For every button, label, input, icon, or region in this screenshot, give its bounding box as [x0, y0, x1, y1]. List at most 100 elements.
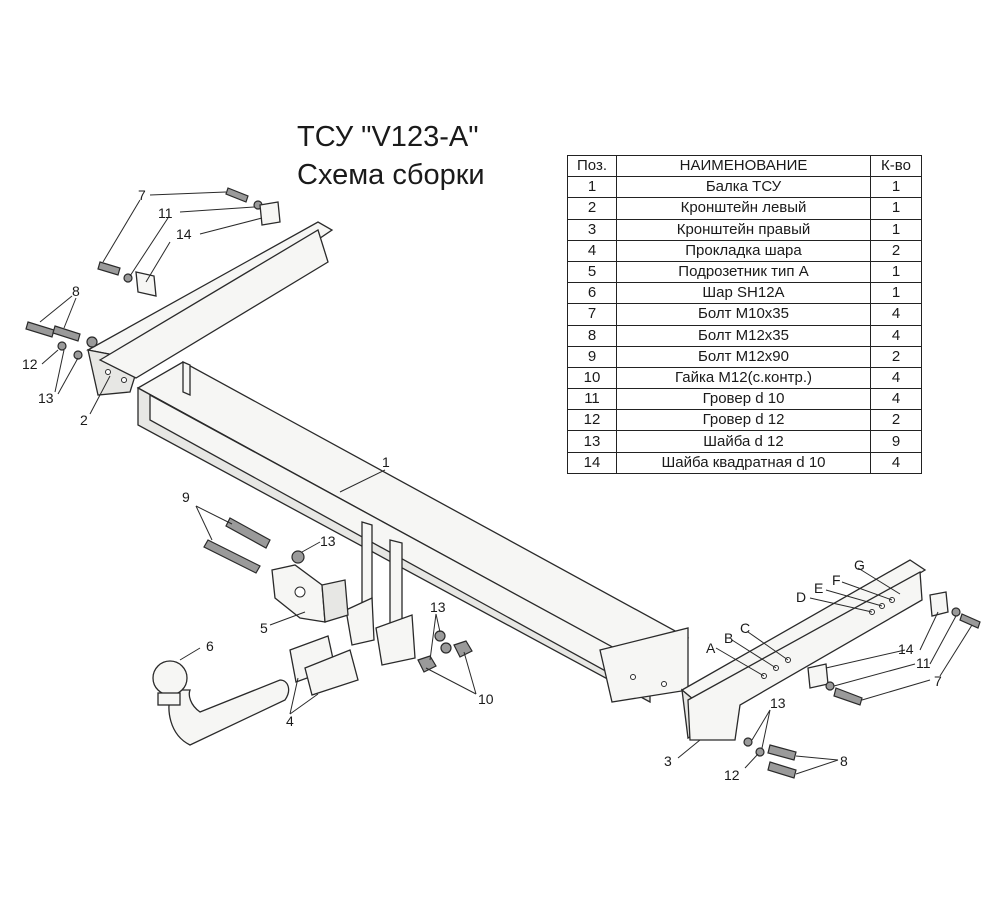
parts-table-header: Поз. НАИМЕНОВАНИЕ К-во	[567, 154, 922, 178]
cell-name: Балка ТСУ	[616, 176, 871, 199]
cell-name: Кронштейн левый	[616, 197, 871, 220]
cell-pos: 13	[567, 430, 617, 453]
callout-7-right: 7	[934, 673, 942, 689]
cell-qty: 2	[870, 239, 922, 262]
bolts-9	[203, 517, 271, 574]
left-fasteners	[25, 187, 281, 360]
callout-7-left: 7	[138, 187, 146, 203]
callout-A: A	[706, 640, 716, 656]
cell-qty: 4	[870, 451, 922, 474]
callout-13-right: 13	[770, 695, 786, 711]
callout-G: G	[854, 557, 865, 573]
cell-qty: 2	[870, 409, 922, 432]
callout-12-left: 12	[22, 356, 38, 372]
cell-name: Болт М12x90	[616, 345, 871, 368]
callout-E: E	[814, 580, 823, 596]
cell-qty: 4	[870, 303, 922, 326]
callout-10: 10	[478, 691, 494, 707]
cell-name: Прокладка шара	[616, 239, 871, 262]
callout-8-left: 8	[72, 283, 80, 299]
header-qty: К-во	[870, 154, 922, 178]
cell-qty: 1	[870, 260, 922, 284]
cell-name: Болт М10x35	[616, 303, 871, 326]
callout-B: B	[724, 630, 733, 646]
cell-qty: 9	[870, 430, 922, 453]
cell-pos: 6	[567, 282, 617, 305]
callout-3: 3	[664, 753, 672, 769]
header-pos: Поз.	[567, 154, 617, 178]
callout-2: 2	[80, 412, 88, 428]
callout-9: 9	[182, 489, 190, 505]
part-4-spacers	[289, 635, 359, 696]
callout-F: F	[832, 572, 841, 588]
cell-name: Кронштейн правый	[616, 218, 871, 241]
cell-pos: 11	[567, 388, 617, 411]
callout-C: C	[740, 620, 750, 636]
cell-name: Гровер d 10	[616, 388, 871, 411]
cell-name: Шайба d 12	[616, 430, 871, 453]
callout-13-center: 13	[320, 533, 336, 549]
callout-4: 4	[286, 713, 294, 729]
cell-pos: 3	[567, 218, 617, 241]
leader-lines	[39, 191, 973, 775]
part-5-socket-plate	[271, 564, 349, 623]
callout-12-right: 12	[724, 767, 740, 783]
cell-pos: 12	[567, 409, 617, 432]
cell-qty: 4	[870, 366, 922, 390]
callout-11-left: 11	[158, 205, 173, 221]
part-1-beam	[136, 361, 690, 704]
cell-qty: 1	[870, 282, 922, 305]
cell-qty: 1	[870, 176, 922, 199]
cell-qty: 2	[870, 345, 922, 368]
callout-8-right: 8	[840, 753, 848, 769]
cell-name: Гровер d 12	[616, 409, 871, 432]
cell-pos: 7	[567, 303, 617, 326]
nuts-10-washers-13	[291, 550, 473, 673]
cell-pos: 14	[567, 451, 617, 474]
cell-qty: 1	[870, 218, 922, 241]
cell-pos: 10	[567, 366, 617, 390]
cell-pos: 9	[567, 345, 617, 368]
callout-5: 5	[260, 620, 268, 636]
cell-pos: 5	[567, 260, 617, 284]
drawing-subtitle: Схема сборки	[297, 159, 485, 191]
cell-pos: 2	[567, 197, 617, 220]
callout-11-right: 11	[916, 655, 931, 671]
cell-pos: 1	[567, 176, 617, 199]
callout-D: D	[796, 589, 806, 605]
cell-qty: 4	[870, 388, 922, 411]
part-6-tow-ball	[152, 660, 290, 746]
callout-14-right: 14	[898, 641, 914, 657]
callout-labels: 7 11 14 8 12 13 2 1 9 13 5 6 4 13 10 A B…	[22, 187, 942, 783]
cell-pos: 4	[567, 239, 617, 262]
header-name: НАИМЕНОВАНИЕ	[616, 154, 871, 178]
cell-name: Подрозетник тип А	[616, 260, 871, 284]
cell-name: Шар SH12A	[616, 282, 871, 305]
callout-13-left: 13	[38, 390, 54, 406]
cell-name: Болт М12x35	[616, 324, 871, 347]
cell-qty: 4	[870, 324, 922, 347]
cell-pos: 8	[567, 324, 617, 347]
callout-14-left: 14	[176, 226, 192, 242]
drawing-title: ТСУ "V123-A"	[297, 121, 479, 153]
cell-name: Гайка М12(с.контр.)	[616, 366, 871, 390]
part-3-right-bracket	[680, 559, 927, 741]
cell-qty: 1	[870, 197, 922, 220]
part-2-left-bracket	[86, 221, 334, 396]
